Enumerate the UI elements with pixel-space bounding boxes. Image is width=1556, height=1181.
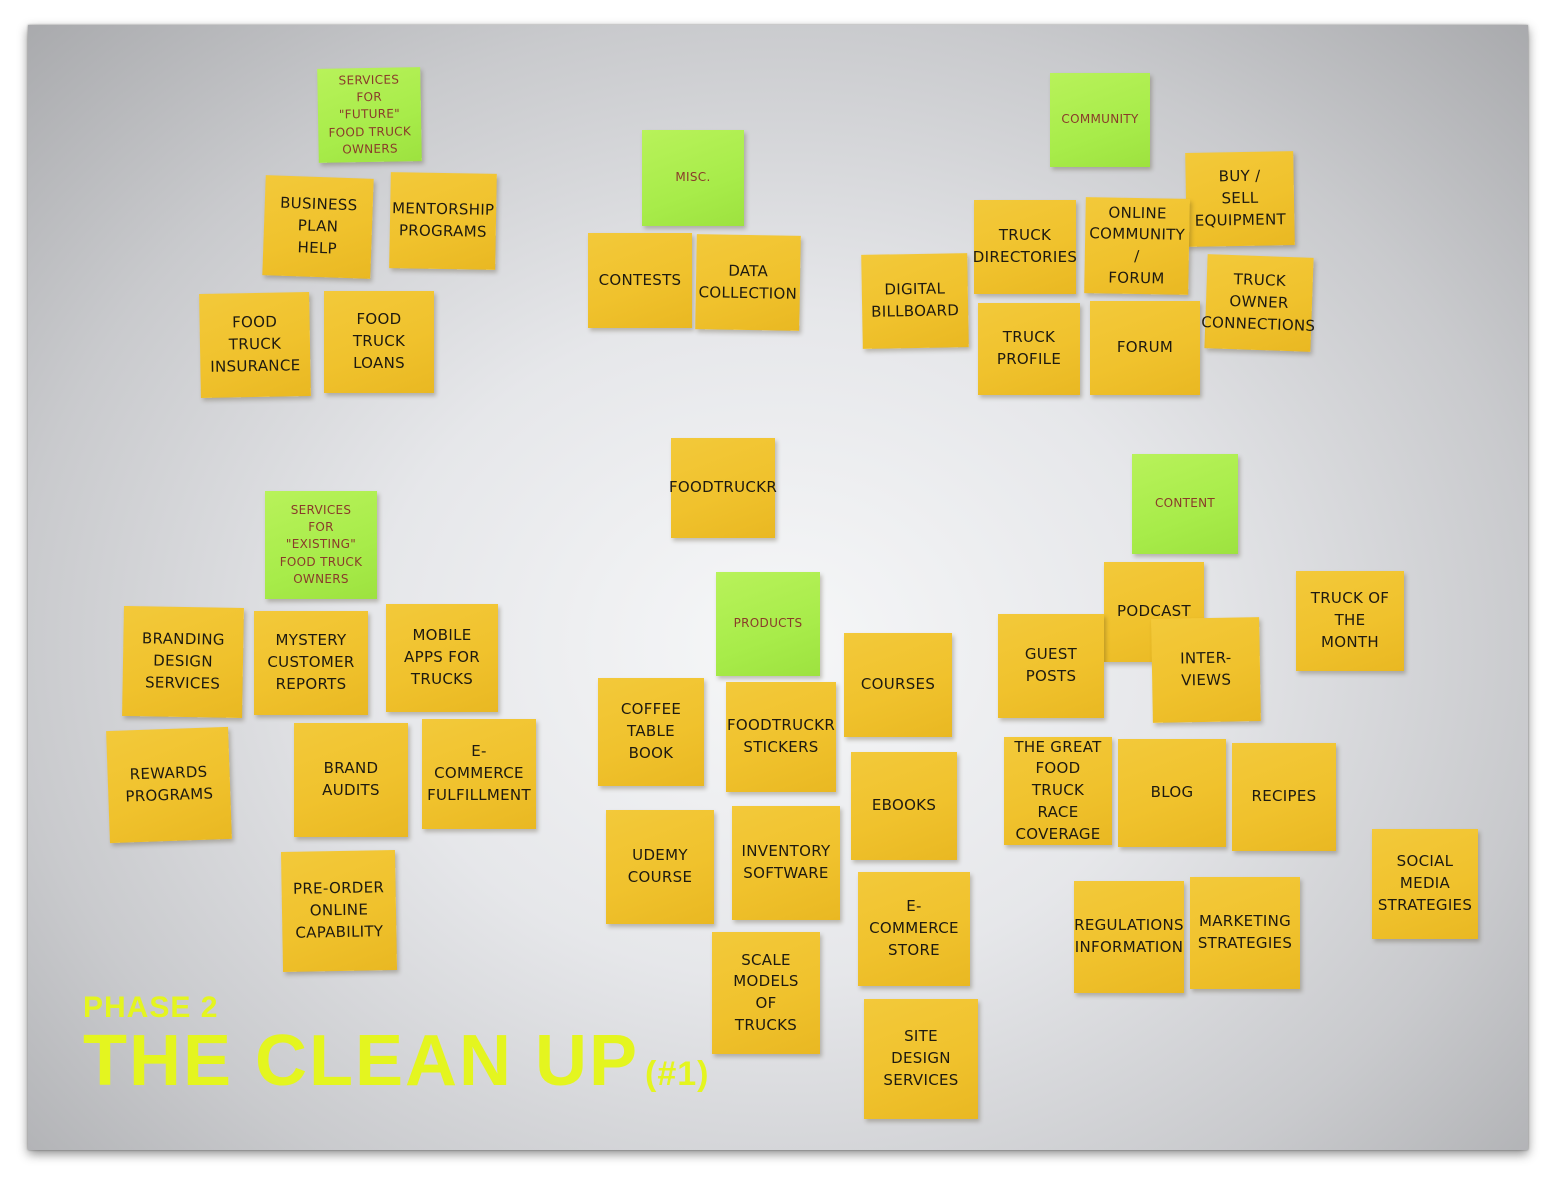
note-truck-loans: Food Truck Loans: [324, 291, 434, 393]
note-inventory: Inventory Software: [732, 806, 840, 920]
note-recipes: Recipes: [1232, 743, 1336, 851]
note-business-plan: Business Plan Help: [262, 175, 373, 279]
note-truck-of-month: Truck of the Month: [1296, 571, 1404, 671]
note-content: Content: [1132, 454, 1238, 554]
caption-phase: PHASE 2: [83, 991, 218, 1025]
note-marketing: Marketing Strategies: [1190, 877, 1300, 989]
note-great-race: The Great Food Truck Race Coverage: [1004, 737, 1112, 845]
note-preorder: Pre-Order Online Capability: [281, 850, 397, 972]
note-rewards: Rewards Programs: [106, 727, 232, 843]
note-stickers: FoodTruckr Stickers: [726, 682, 836, 792]
note-mystery: Mystery Customer Reports: [254, 611, 368, 715]
note-contests: Contests: [588, 233, 692, 328]
note-mentorship: Mentorship Programs: [389, 172, 497, 270]
caption-number: (#1): [645, 1055, 709, 1093]
note-social-media: Social Media Strategies: [1372, 829, 1478, 939]
note-data-collection: Data Collection: [695, 234, 801, 331]
note-udemy: Udemy Course: [606, 810, 714, 924]
note-community: Community: [1050, 73, 1150, 167]
note-truck-profile: Truck Profile: [978, 303, 1080, 395]
note-regulations: Regulations Information: [1074, 881, 1184, 993]
note-coffee-table: Coffee Table Book: [598, 678, 704, 786]
note-mobile-apps: Mobile Apps for Trucks: [386, 604, 498, 712]
note-forum: Forum: [1090, 301, 1200, 395]
note-blog: Blog: [1118, 739, 1226, 847]
note-guest-posts: Guest Posts: [998, 614, 1104, 718]
note-digital-billboard: Digital Billboard: [861, 253, 969, 349]
caption-title: THE CLEAN UP(#1): [83, 1025, 710, 1097]
note-scale-models: Scale Models of Trucks: [712, 932, 820, 1054]
note-ecommerce-fulfillment: E-Commerce Fulfillment: [422, 719, 536, 829]
note-services-existing: Services For "Existing" Food Truck Owner…: [265, 491, 377, 599]
note-misc: Misc.: [642, 130, 744, 226]
note-online-community: Online Community / Forum: [1084, 197, 1190, 295]
note-services-future: Services For "Future" Food Truck Owners: [317, 67, 422, 163]
note-courses: Courses: [844, 633, 952, 737]
note-site-design: Site Design Services: [864, 999, 978, 1119]
note-ecommerce-store: E-Commerce Store: [858, 872, 970, 986]
note-products: Products: [716, 572, 820, 676]
note-truck-insurance: Food Truck Insurance: [199, 292, 311, 398]
note-brand-audits: Brand Audits: [294, 723, 408, 837]
note-ebooks: Ebooks: [851, 752, 957, 860]
note-truck-owner-connections: Truck Owner Connections: [1204, 254, 1313, 352]
caption-title-text: THE CLEAN UP: [83, 1021, 639, 1101]
note-foodtruckr: FoodTruckr: [671, 438, 775, 538]
note-truck-directories: Truck Directories: [974, 200, 1076, 294]
note-buy-sell: Buy / Sell Equipment: [1185, 151, 1295, 247]
note-interviews: Inter- views: [1151, 617, 1261, 723]
note-branding: Branding Design Services: [122, 606, 244, 718]
wall-photo: Services For "Future" Food Truck Owners …: [28, 25, 1528, 1150]
